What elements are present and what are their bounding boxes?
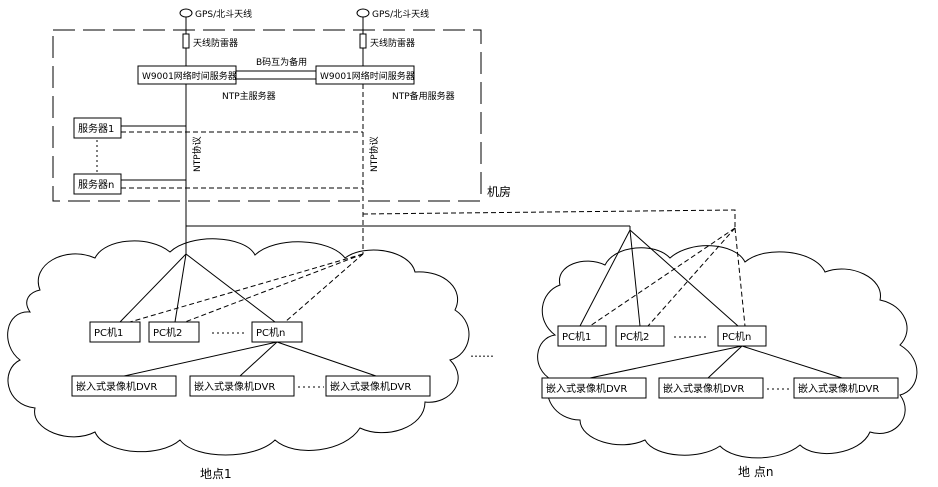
server-1 [73,117,122,139]
time-server-backup-label: W9001网络时间服务器 [320,70,415,82]
siten-dvr-1-label: 嵌入式录像机DVR [546,382,627,395]
site1-dvr-n-label: 嵌入式录像机DVR [330,380,411,393]
antenna-primary-label: GPS/北斗天线 [195,8,252,20]
site1-pc-2-label: PC机2 [153,326,182,339]
siten-pc-1 [557,325,607,347]
siten-dvr-n [793,377,899,399]
site1-pc-n-label: PC机n [256,326,285,339]
site1-name: 地点1 [200,467,232,481]
siten-pc-2 [615,325,665,347]
site-1: PC机1 PC机2 PC机n 嵌入式录像机DVR 嵌入式录像机DVR 嵌入式录像… [71,253,431,481]
cloud-site-n [537,245,918,459]
time-server-primary-label: W9001网络时间服务器 [142,70,237,82]
server-n-label: 服务器n [78,178,114,191]
ntp-protocol-primary-label: NTP协议 [191,136,203,172]
ntp-protocol-backup-label: NTP协议 [368,136,380,172]
server-n [73,173,122,195]
b-code-label: B码互为备用 [256,56,307,68]
siten-pc-2-label: PC机2 [620,330,649,343]
siten-dvr-1 [541,377,647,399]
siten-pc-n-label: PC机n [722,330,751,343]
cloud-site-1 [7,238,470,456]
lightning-backup-label: 天线防雷器 [370,37,415,49]
lightning-arrestor-backup [359,33,367,49]
site1-dvr-2 [189,375,295,397]
antenna-backup-label: GPS/北斗天线 [372,8,429,20]
lightning-arrestor-primary [182,33,190,49]
site1-pc-2 [148,321,200,343]
ntp-primary-role: NTP主服务器 [222,90,276,102]
machine-room-label: 机房 [487,184,511,199]
siten-dvr-2-label: 嵌入式录像机DVR [663,382,744,395]
site1-dvr-2-label: 嵌入式录像机DVR [194,380,275,393]
server-1-label: 服务器1 [78,122,114,135]
lightning-primary-label: 天线防雷器 [193,37,238,49]
antenna-primary: GPS/北斗天线 [179,8,252,34]
sites-ellipsis: …… [470,346,494,360]
site1-pc-1-label: PC机1 [94,326,123,339]
site1-dvr-1-label: 嵌入式录像机DVR [76,380,157,393]
siten-dvr-2 [658,377,764,399]
site-n: PC机1 PC机2 PC机n 嵌入式录像机DVR 嵌入式录像机DVR 嵌入式录像… [541,227,899,479]
time-server-backup [315,65,415,85]
time-server-primary [137,65,237,85]
siten-dvr-n-label: 嵌入式录像机DVR [798,382,879,395]
ntp-backup-role: NTP备用服务器 [392,90,455,102]
siten-name: 地 点n [738,465,773,479]
siten-pc-1-label: PC机1 [562,330,591,343]
backup-to-site-n [362,209,736,228]
site1-dvr-n [325,375,431,397]
antenna-icon [179,8,193,18]
antenna-icon [356,8,370,18]
antenna-backup: GPS/北斗天线 [356,8,429,34]
site1-dvr-1 [71,375,177,397]
machine-room-border [52,29,482,202]
site1-pc-1 [89,321,141,343]
